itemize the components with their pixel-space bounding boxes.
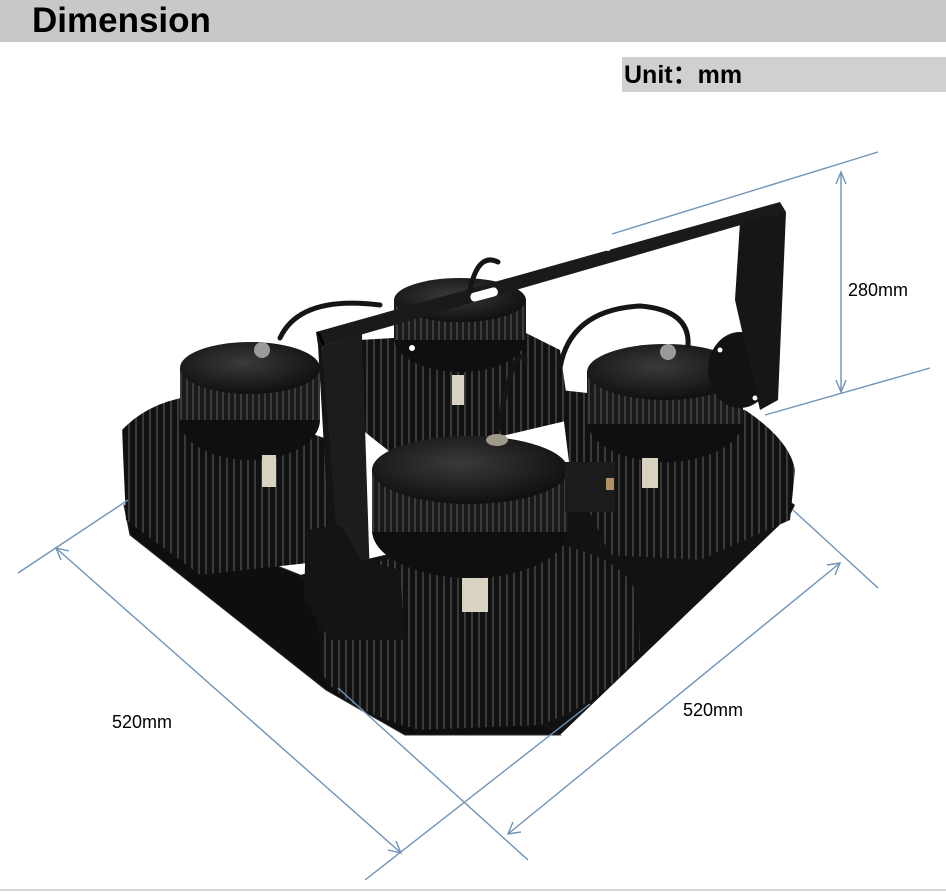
unit-label: Unit：mm: [624, 61, 743, 89]
height-arrow-bottom: [835, 379, 847, 394]
bracket-side-plate: [304, 525, 405, 640]
led-fixture-illustration: [122, 202, 795, 736]
right-width-extension-left: [364, 703, 591, 881]
right-width-label: 520mm: [683, 700, 743, 720]
driver-back-right: [587, 344, 743, 488]
height-extension-top: [611, 151, 879, 235]
left-width-extension-left: [17, 499, 129, 574]
height-label: 280mm: [848, 280, 908, 300]
right-width-arrow-start: [506, 821, 522, 835]
right-width-dimension-line: [507, 562, 841, 835]
right-width-arrow-end: [826, 562, 842, 576]
title-bar: Dimension: [0, 0, 946, 42]
right-width-extension-right: [792, 509, 879, 589]
height-extension-bottom: [764, 367, 931, 416]
dimension-lines: [17, 151, 931, 881]
driver-back-left: [180, 342, 320, 487]
page-title: Dimension: [32, 1, 211, 40]
driver-front: [372, 434, 568, 612]
left-width-dimension-line: [55, 547, 402, 854]
left-width-arrow-end: [387, 840, 403, 854]
unit-bar: Unit：mm: [622, 57, 946, 92]
power-cables: [277, 257, 691, 433]
left-width-label: 520mm: [112, 712, 172, 732]
height-arrow-top: [835, 170, 847, 185]
left-width-extension-right: [337, 687, 529, 861]
left-width-arrow-start: [54, 547, 70, 561]
bottom-divider: [0, 889, 946, 891]
